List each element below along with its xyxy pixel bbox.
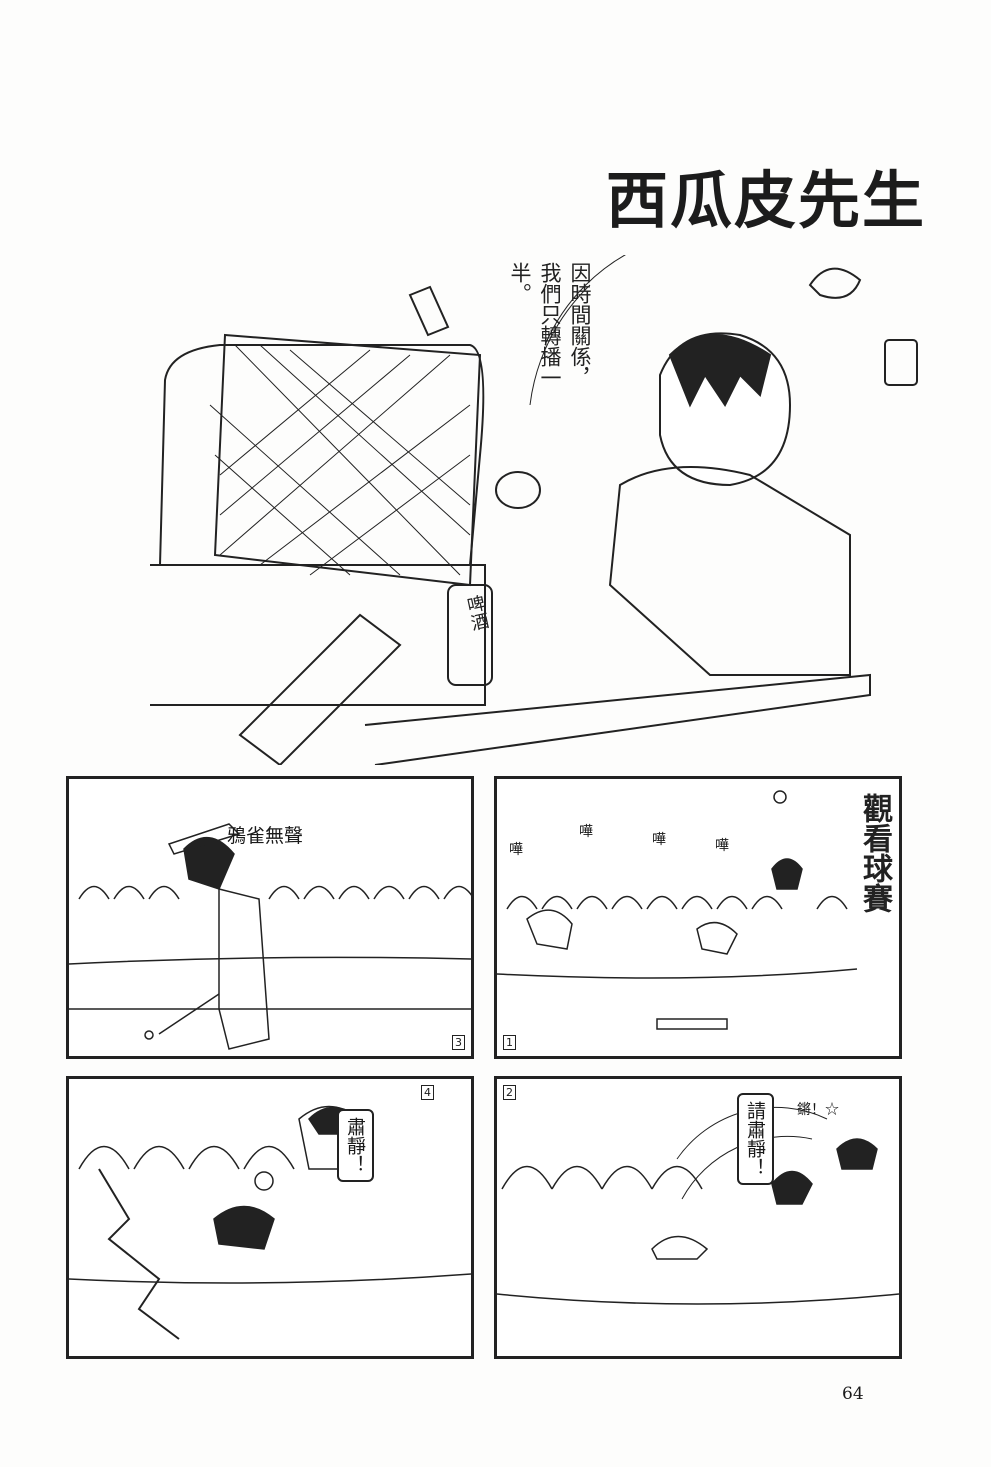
cheer-sound-3: 嘩 bbox=[652, 832, 666, 848]
angry-golfer-drawing bbox=[69, 1105, 471, 1340]
sign-hit-drawing bbox=[497, 1106, 899, 1305]
panel-2: 請肅靜！ 鏘！☆ 2 bbox=[494, 1076, 902, 1359]
panel-2-number: 2 bbox=[503, 1085, 516, 1100]
cheer-sound-2: 嘩 bbox=[579, 824, 593, 840]
panel-4-number: 4 bbox=[421, 1085, 434, 1100]
panel-3-number: 3 bbox=[452, 1035, 465, 1050]
quiet-sign: 肅靜！ bbox=[337, 1109, 374, 1182]
clang-sound: 鏘！☆ bbox=[797, 1102, 839, 1118]
panel-3: 鴉雀無聲 3 bbox=[66, 776, 474, 1059]
comic-title: 西瓜皮先生 bbox=[606, 164, 927, 237]
page-number: 64 bbox=[842, 1384, 864, 1404]
tv-speech-text: 因時間關係，我們只轉播一半。 bbox=[508, 262, 592, 388]
panel-1-caption: 觀看球賽 bbox=[857, 793, 892, 913]
golf-crowd-drawing bbox=[69, 823, 471, 1050]
cheer-sound-1: 嘩 bbox=[509, 842, 523, 858]
panel-4: 肅靜！ 4 bbox=[66, 1076, 474, 1359]
tv-smash-drawing bbox=[150, 255, 918, 765]
top-illustration: 啤酒 bbox=[150, 255, 950, 765]
panel-3-caption: 鴉雀無聲 bbox=[227, 825, 304, 847]
please-quiet-sign: 請肅靜！ bbox=[737, 1093, 774, 1185]
panel-1: 嘩 嘩 嘩 嘩 觀看球賽 1 bbox=[494, 776, 902, 1059]
panel-1-number: 1 bbox=[503, 1035, 516, 1050]
cheer-sound-4: 嘩 bbox=[715, 838, 729, 854]
baseball-crowd-drawing bbox=[497, 790, 858, 1030]
